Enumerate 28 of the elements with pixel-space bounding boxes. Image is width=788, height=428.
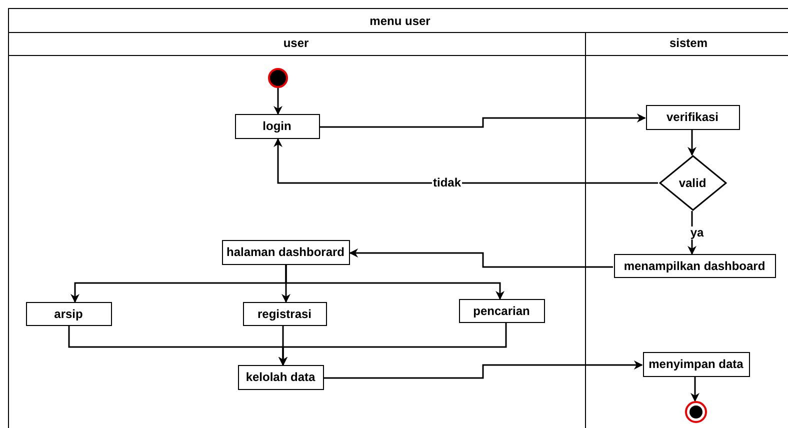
arrow	[324, 360, 643, 379]
action-box: kelolah data	[238, 364, 324, 390]
arrow	[320, 114, 646, 128]
arrow	[349, 248, 613, 268]
arrow	[274, 138, 658, 184]
action-box: pencarian	[458, 298, 544, 322]
action-box: verifikasi	[646, 104, 740, 130]
swimlane	[584, 32, 788, 428]
action-box: registrasi	[242, 302, 326, 326]
arrow	[690, 377, 700, 402]
lane-title: user	[283, 36, 309, 50]
arrow	[285, 265, 504, 300]
pool-frame	[8, 8, 788, 428]
decision-diamond: valid	[658, 154, 726, 210]
lane-title: sistem	[669, 36, 708, 50]
edge-label: ya	[689, 226, 705, 240]
pool-title: menu user	[370, 14, 430, 28]
arrow	[274, 88, 282, 115]
initial-node	[268, 68, 288, 88]
final-node	[684, 400, 706, 422]
action-box: arsip	[26, 302, 112, 326]
action-box: menampilkan dashboard	[614, 254, 776, 278]
action-box: menyimpan data	[642, 352, 750, 376]
arrow	[278, 323, 507, 366]
edge-label: tidak	[432, 176, 462, 190]
arrow	[688, 130, 696, 156]
action-box: login	[234, 114, 320, 138]
action-box: halaman dashborard	[222, 240, 350, 264]
